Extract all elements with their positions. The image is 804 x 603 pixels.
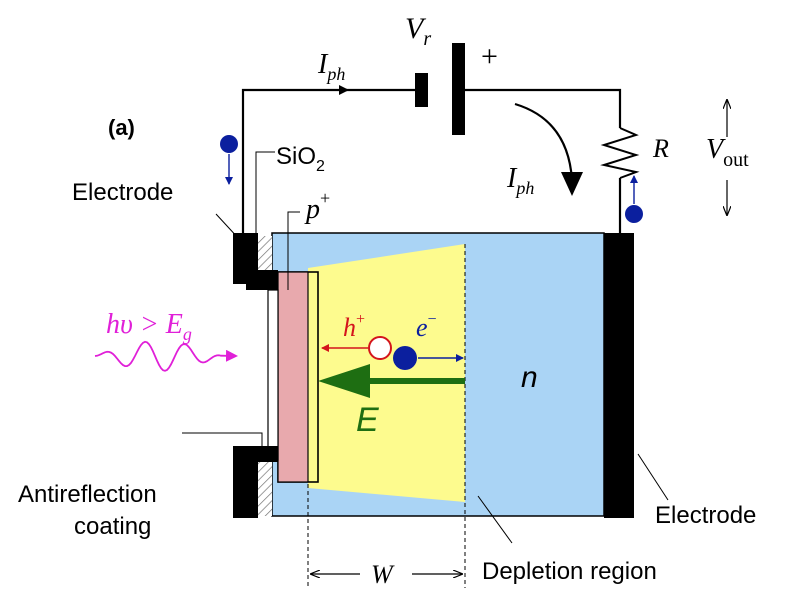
resistor-zigzag <box>600 127 640 179</box>
device <box>233 232 634 588</box>
leader-depletion <box>477 495 513 544</box>
current-curve-right <box>514 102 574 181</box>
antireflection-label-line1: Antireflection <box>18 481 157 508</box>
antireflection-coating <box>267 289 279 461</box>
electron-left-wire <box>220 135 238 153</box>
external-carriers <box>220 135 643 223</box>
current-arrowhead-right <box>561 172 583 196</box>
labels: (a) Iph Vr + Iph R Vout SiO2 Electrode p… <box>18 12 756 589</box>
p-region <box>277 271 309 483</box>
current-label-right: Iph <box>506 163 534 198</box>
oxide-label: SiO2 <box>276 143 325 175</box>
hole-label: h+ <box>343 311 365 342</box>
photo-carriers <box>321 336 464 370</box>
electrode-right-label: Electrode <box>655 502 756 529</box>
p-region-label: p+ <box>304 188 330 225</box>
circuit-wire-right <box>465 88 622 128</box>
leader-antireflection <box>182 432 263 448</box>
photon <box>94 340 238 372</box>
electric-field-arrow <box>318 364 465 398</box>
photon-wave-icon <box>94 340 238 372</box>
panel-label: (a) <box>108 115 135 140</box>
depletion-label: Depletion region <box>482 558 657 585</box>
electron-icon <box>393 346 417 370</box>
field-arrow-head <box>318 364 370 398</box>
electrode-left-bottom <box>233 446 278 518</box>
leader-p-region <box>287 211 300 290</box>
antireflection-label-line2: coating <box>74 513 151 540</box>
external-circuit <box>241 43 727 233</box>
electron-label: e− <box>416 311 437 342</box>
leader-oxide <box>255 151 275 248</box>
leader-electrode-left <box>215 213 241 241</box>
field-label: E <box>356 401 379 439</box>
current-label-top: Iph <box>317 49 345 84</box>
electrode-left-label: Electrode <box>72 179 173 206</box>
electrode-left-top <box>233 233 278 290</box>
bias-voltage-label: Vr <box>405 12 431 50</box>
n-region-label: n <box>521 361 538 394</box>
leader-lines <box>182 151 669 544</box>
width-label: W <box>371 560 395 589</box>
hole-icon <box>368 336 392 360</box>
plus-sign: + <box>481 40 498 73</box>
photon-label: hυ > Eg <box>106 309 192 344</box>
battery-short-plate <box>415 73 428 107</box>
battery-long-plate <box>452 43 465 135</box>
depletion-region <box>308 244 465 502</box>
electrode-right <box>604 233 634 518</box>
electron-right-wire <box>625 205 643 223</box>
resistor-label: R <box>652 134 669 163</box>
vout-label: Vout <box>706 134 749 171</box>
leader-electrode-right <box>637 453 669 501</box>
circuit-wire-left <box>241 88 415 233</box>
